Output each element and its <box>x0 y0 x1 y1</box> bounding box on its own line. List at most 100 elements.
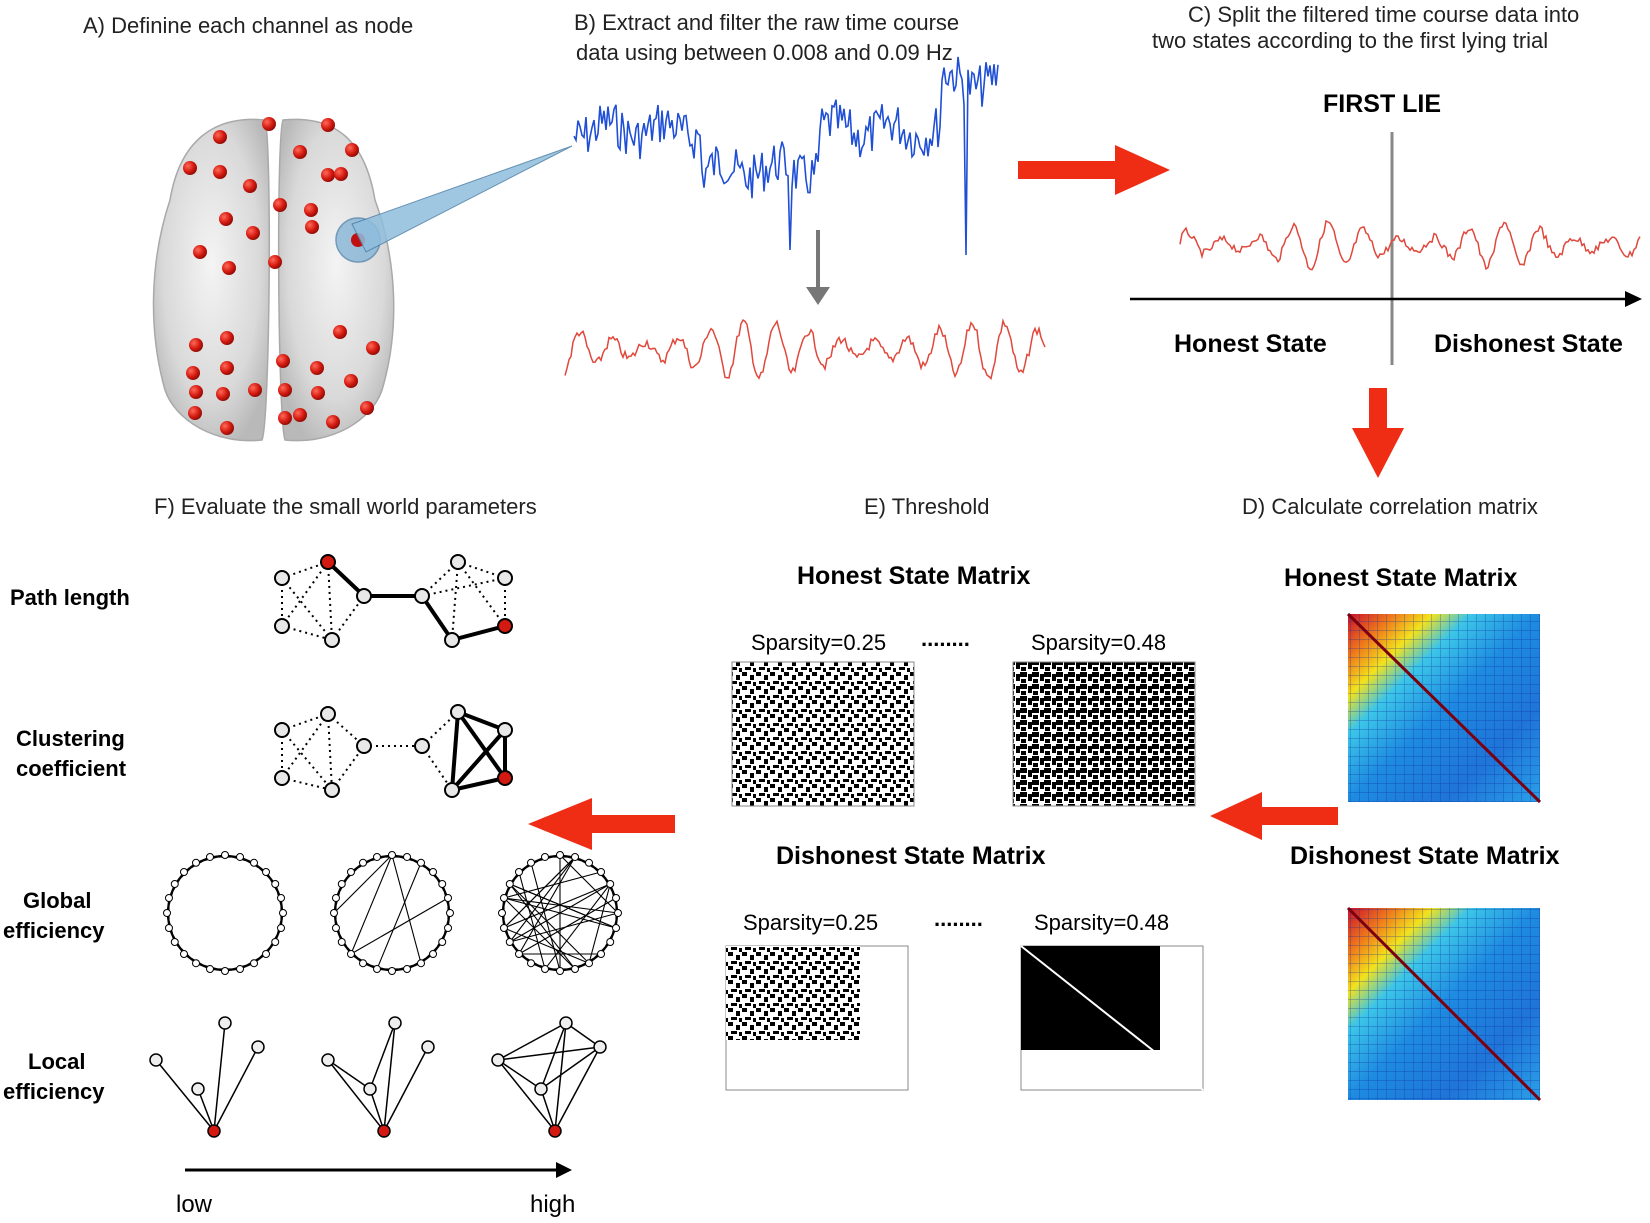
panel-a-title: A) Definine each channel as node <box>83 13 413 38</box>
channel-node <box>246 226 260 240</box>
channel-nodes <box>183 117 380 435</box>
e-honest-ellipsis: ........ <box>921 626 970 651</box>
arrow-e-to-f <box>528 798 675 850</box>
graph-edge <box>326 560 366 598</box>
channel-node <box>360 401 374 415</box>
arrow-b-to-c <box>1018 145 1170 195</box>
channel-node <box>311 386 325 400</box>
raw-time-course-signal <box>573 56 999 256</box>
channel-node <box>213 165 227 179</box>
ring-node <box>205 852 214 861</box>
ring-node <box>236 965 245 974</box>
metric-global-line1: Global <box>23 888 91 913</box>
graph-node <box>320 554 336 570</box>
graph-edge <box>457 561 506 579</box>
callout-pointer <box>351 145 573 253</box>
graph-edge <box>450 728 507 792</box>
ring-node <box>597 867 606 876</box>
ring-node <box>164 924 173 933</box>
local-edge <box>327 1059 385 1132</box>
ring-node <box>540 965 549 974</box>
graph-edge <box>327 561 333 641</box>
neighbor-node <box>191 1082 205 1096</box>
graph-edge <box>331 595 365 641</box>
graph-node <box>324 782 340 798</box>
channel-node <box>219 212 233 226</box>
neighbor-node <box>593 1040 607 1054</box>
graph-edge <box>281 577 333 641</box>
neighbor-node <box>421 1040 435 1054</box>
ring-node <box>444 924 453 933</box>
channel-node <box>276 354 290 368</box>
neighbor-node <box>251 1040 265 1054</box>
graph-node <box>450 704 466 720</box>
graph-node <box>356 588 372 604</box>
channel-node <box>243 179 257 193</box>
ring-node <box>331 893 340 902</box>
graph-node <box>274 618 290 634</box>
channel-node <box>222 261 236 275</box>
ring-node <box>337 938 346 946</box>
ring-node <box>403 852 412 861</box>
shortcut-edge <box>503 927 590 964</box>
shortcut-edge <box>391 854 422 964</box>
ring-node <box>179 950 188 959</box>
ring-node <box>614 909 622 917</box>
shortcut-edge <box>518 856 576 955</box>
ring-node <box>279 909 287 917</box>
d-honest-matrix-title: Honest State Matrix <box>1284 564 1517 592</box>
ring-node <box>571 852 580 861</box>
shortcut-edge <box>544 883 611 970</box>
graph-edge <box>421 711 459 747</box>
ring-node <box>429 867 438 876</box>
ring-node <box>505 880 514 888</box>
ring-node <box>417 858 425 867</box>
graph-node <box>356 738 372 754</box>
channel-node <box>189 385 203 399</box>
ring-node <box>359 858 367 867</box>
e-honest-matrix-title: Honest State Matrix <box>797 562 1030 590</box>
ring-node <box>337 880 346 888</box>
channel-node <box>213 130 227 144</box>
graph-edge <box>451 561 459 641</box>
channel-node <box>334 167 348 181</box>
channel-node <box>183 161 197 175</box>
neighbor-node <box>321 1053 335 1067</box>
channel-node <box>345 143 359 157</box>
channel-node <box>304 203 318 217</box>
time-axis <box>1130 291 1642 307</box>
panel-d-title: D) Calculate correlation matrix <box>1242 494 1538 519</box>
channel-node <box>321 168 335 182</box>
ring-node <box>331 924 340 933</box>
ring-node <box>277 893 286 902</box>
ring-node <box>540 852 549 861</box>
graph-node <box>497 770 513 786</box>
graph-node <box>444 632 460 648</box>
neighbor-edge <box>497 1059 542 1090</box>
shortcut-edge <box>509 856 576 943</box>
ring-node <box>250 858 258 867</box>
graph-node <box>497 618 513 634</box>
ring-node <box>388 967 396 975</box>
local-edge <box>554 1022 567 1132</box>
ring-node <box>205 965 214 974</box>
honest-state-label: Honest State <box>1174 330 1327 358</box>
ring-node <box>606 880 615 888</box>
local-edge <box>383 1046 429 1132</box>
graph-node <box>414 588 430 604</box>
graph-edge <box>327 713 333 791</box>
local-edge <box>383 1022 396 1132</box>
metric-local-line2: efficiency <box>3 1079 105 1104</box>
channel-node <box>344 374 358 388</box>
panel-b-title-line1: B) Extract and filter the raw time cours… <box>574 10 959 35</box>
neighbor-node <box>149 1053 163 1067</box>
global-efficiency-rings <box>163 851 622 975</box>
dishonest-binary-matrix-low <box>725 945 909 1091</box>
shortcut-edge <box>559 854 619 914</box>
neighbor-edge <box>497 1022 567 1061</box>
ring-node <box>271 880 280 888</box>
local-edge <box>554 1046 601 1132</box>
channel-node <box>220 331 234 345</box>
graph-edge <box>281 713 329 779</box>
graph-edge <box>421 561 459 597</box>
